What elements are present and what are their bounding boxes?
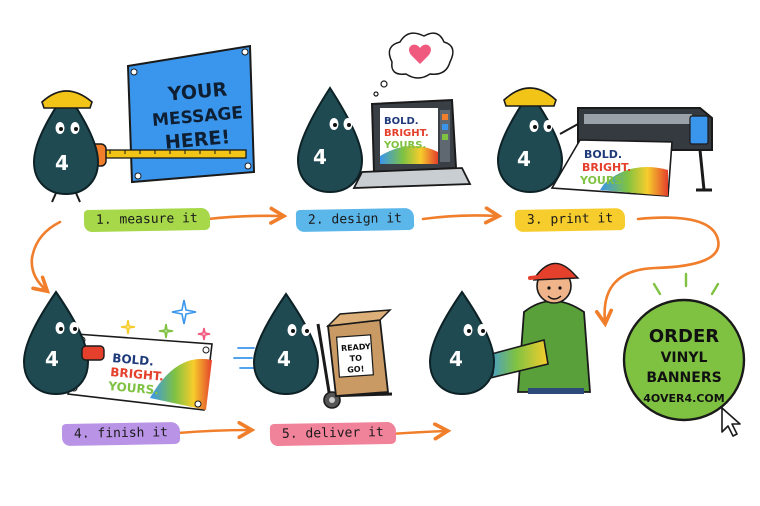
- mascot-drop-4: 4: [22, 290, 105, 396]
- step-label-finish: 4. finish it: [61, 421, 181, 447]
- arrow-row1-to-step4: [30, 220, 62, 290]
- message-sign: YOUR MESSAGE HERE!: [126, 44, 256, 184]
- scene-design: BOLD. BRIGHT. YOURS. 4: [296, 32, 472, 194]
- banner-line-3: YOURS.: [579, 174, 626, 187]
- arrow-step4-to-step5: [176, 430, 250, 433]
- cta-line-2: VINYL: [661, 350, 708, 366]
- box-label-line-3: GO!: [347, 364, 365, 374]
- cursor-icon: [721, 407, 741, 437]
- scene-measure: YOUR MESSAGE HERE! 4: [32, 44, 256, 203]
- laptop: BOLD. BRIGHT. YOURS.: [352, 98, 472, 189]
- mascot-drop-5: 4: [252, 292, 320, 396]
- mascot-drop-6: 4: [428, 290, 496, 396]
- arrow-step2-to-step3: [421, 215, 497, 219]
- mascot-drop-2: 4: [296, 86, 364, 194]
- screen-line-3: YOURS.: [383, 140, 426, 151]
- step-label-print: 3. print it: [514, 208, 626, 232]
- mascot-number: 4: [313, 145, 327, 169]
- mascot-number: 4: [45, 347, 59, 371]
- heart-icon: [409, 44, 431, 64]
- banner-line-3: YOURS.: [107, 379, 160, 397]
- step-label-measure: 1. measure it: [83, 207, 210, 233]
- mascot-drop-1: 4: [32, 90, 100, 203]
- mascot-number: 4: [55, 151, 69, 175]
- arrow-step1-to-step2: [206, 216, 282, 219]
- sparkle-icons: [120, 299, 211, 341]
- screen-line-2: BRIGHT.: [384, 128, 429, 139]
- order-cta-badge[interactable]: ORDER VINYL BANNERS 4OVER4.COM: [622, 272, 746, 437]
- arrow-step5-to-step6: [388, 431, 446, 434]
- mascot-number: 4: [277, 347, 291, 371]
- cta-line-1: ORDER: [649, 326, 719, 347]
- box-label-line-2: TO: [349, 354, 362, 364]
- scene-print: BOLD. BRIGHT. YOURS. 4: [496, 87, 713, 197]
- banner-line-2: BRIGHT.: [582, 161, 631, 174]
- burst-lines: [652, 272, 720, 296]
- cta-line-3: BANNERS: [646, 370, 721, 386]
- wide-format-printer: [577, 107, 713, 192]
- step-label-deliver: 5. deliver it: [269, 421, 396, 447]
- shipping-box: READY TO GO!: [325, 309, 392, 397]
- step-label-design: 2. design it: [295, 207, 415, 233]
- customer: [517, 262, 591, 394]
- banner-line-1: BOLD.: [584, 148, 622, 161]
- screen-line-1: BOLD.: [384, 116, 419, 127]
- sign-line-1: YOUR: [166, 78, 228, 105]
- banner-line-2: BRIGHT.: [110, 365, 165, 384]
- banner-line-1: BOLD.: [112, 351, 155, 369]
- grommet-tool: [81, 345, 105, 361]
- mascot-number: 4: [449, 347, 463, 371]
- scene-finish: BOLD. BRIGHT. YOURS. 4: [22, 290, 213, 411]
- box-label-line-1: READY: [341, 342, 371, 353]
- mascot-drop-3: 4: [496, 87, 579, 194]
- mascot-number: 4: [517, 147, 531, 171]
- speed-lines: [233, 347, 255, 369]
- heart-thought-bubble: [373, 32, 454, 97]
- cta-site: 4OVER4.COM: [643, 392, 724, 405]
- scene-handoff: 4: [428, 262, 591, 396]
- printed-banner: BOLD. BRIGHT. YOURS.: [550, 139, 673, 197]
- scene-deliver: READY TO GO! 4: [233, 292, 393, 409]
- arrow-step3-to-cta: [605, 216, 720, 322]
